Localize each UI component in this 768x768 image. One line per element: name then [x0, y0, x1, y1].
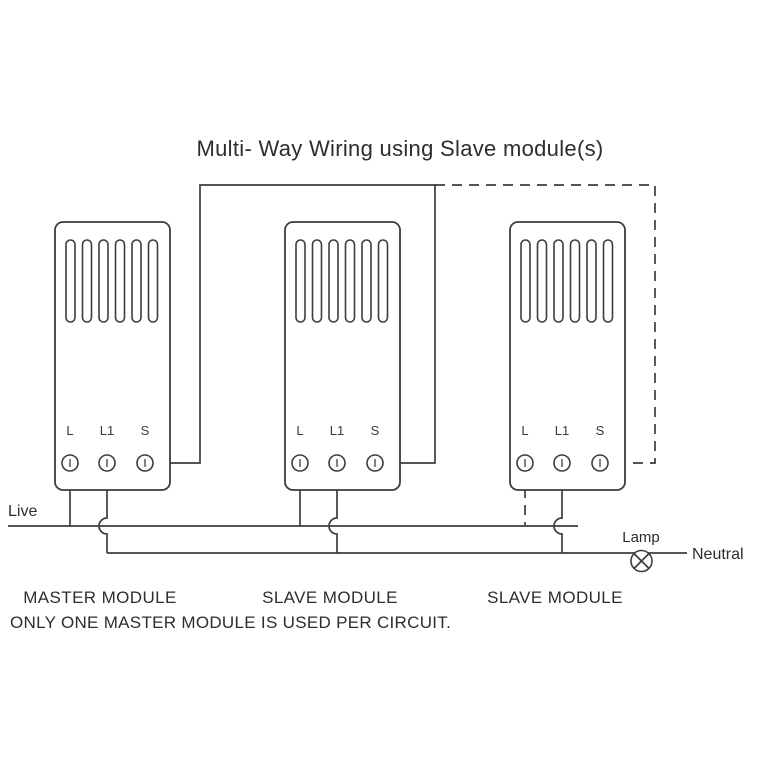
terminal-label-l: L	[521, 423, 528, 438]
vent-slot	[114, 239, 126, 323]
vent-slot	[344, 239, 356, 323]
module-body	[509, 221, 626, 491]
vent-slot	[65, 239, 76, 323]
vent-slot	[361, 239, 372, 323]
s-bus-wire-solid	[153, 184, 436, 464]
module-body	[284, 221, 401, 491]
vent-slot	[147, 239, 159, 323]
terminal-label-l1: L1	[100, 423, 114, 438]
lamp-cross	[633, 552, 650, 570]
vent-slot	[81, 239, 93, 323]
s-bus-wire-dashed	[435, 184, 656, 464]
vent-slot	[295, 239, 306, 323]
terminal-label-l1: L1	[330, 423, 344, 438]
vent-slot	[586, 239, 597, 323]
vent-slot	[98, 239, 109, 323]
vent-slot	[377, 239, 389, 323]
live-label: Live	[8, 503, 37, 520]
module-caption-slave-1: SLAVE MODULE	[262, 588, 398, 607]
module-slave-2: L L1 S	[509, 221, 626, 491]
lamp-icon	[630, 549, 653, 573]
vent-slot	[520, 239, 531, 323]
vent-slot	[553, 239, 564, 323]
slave1-l1-drop-wire	[328, 471, 338, 553]
vent-slot	[569, 239, 581, 323]
lamp-label: Lamp	[622, 529, 660, 546]
vent-slot	[328, 239, 339, 323]
module-caption-master: MASTER MODULE	[23, 588, 177, 607]
vent-slot	[131, 239, 142, 323]
terminal-label-s: S	[371, 423, 380, 438]
module-body	[54, 221, 171, 491]
footnote: ONLY ONE MASTER MODULE IS USED PER CIRCU…	[10, 613, 451, 632]
slave2-l1-drop-wire	[553, 471, 563, 553]
module-slave-1: L L1 S	[284, 221, 401, 491]
master-l1-drop-wire	[98, 471, 108, 553]
vent-slot	[536, 239, 548, 323]
diagram-title: Multi- Way Wiring using Slave module(s)	[197, 136, 604, 161]
terminal-label-l: L	[66, 423, 73, 438]
terminal-label-l1: L1	[555, 423, 569, 438]
vent-slot	[602, 239, 614, 323]
terminal-label-l: L	[296, 423, 303, 438]
terminal-label-s: S	[141, 423, 150, 438]
terminal-label-s: S	[596, 423, 605, 438]
vent-slot	[311, 239, 323, 323]
neutral-label: Neutral	[692, 546, 744, 563]
module-master: L L1 S	[54, 221, 171, 491]
module-caption-slave-2: SLAVE MODULE	[487, 588, 623, 607]
